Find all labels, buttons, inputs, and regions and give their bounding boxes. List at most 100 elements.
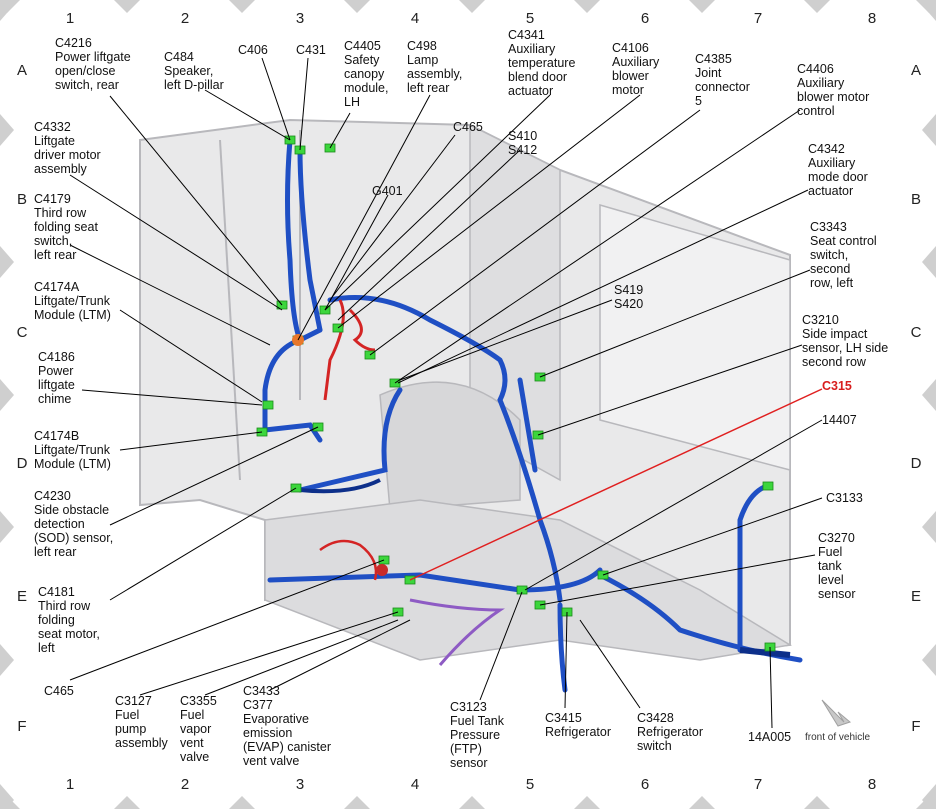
callout-c3428: C3428 Refrigerator switch	[637, 711, 703, 753]
leader-line-25	[539, 554, 816, 606]
callout-c4186: C4186 Power liftgate chime	[38, 350, 75, 406]
leader-line-21	[119, 431, 263, 451]
column-label-4-top: 4	[410, 10, 420, 27]
leader-line-17	[119, 309, 263, 403]
callout-c4174b: C4174B Liftgate/Trunk Module (LTM)	[34, 429, 111, 471]
grid-marker-right-5	[922, 644, 936, 676]
grid-marker-top-1	[114, 0, 140, 13]
harness-wire-dark-1	[739, 647, 791, 658]
callout-c406: C406	[238, 43, 268, 57]
grid-marker-top-6	[689, 0, 715, 13]
callout-14a005: 14A005	[748, 730, 792, 744]
column-label-2-bottom: 2	[180, 776, 190, 793]
grid-marker-bottom-4	[459, 796, 485, 809]
red-wire-1	[348, 308, 376, 352]
callout-c4406: C4406 Auxiliary blower motor control	[797, 62, 870, 118]
callout-c3123: C3123 Fuel Tank Pressure (FTP) sensor	[450, 700, 504, 770]
leader-line-23	[524, 419, 823, 591]
wheel-well	[379, 381, 521, 511]
leader-line-5	[297, 94, 431, 341]
callout-c465-top: C465	[453, 120, 483, 134]
callout-c3270: C3270 Fuel tank level sensor	[818, 531, 856, 601]
grid-marker-left-0	[0, 0, 14, 21]
grid-marker-left-3	[0, 379, 14, 411]
purple-wire-0	[409, 598, 505, 666]
callout-c3127: C3127 Fuel pump assembly	[115, 694, 168, 750]
leader-line-2	[261, 57, 291, 141]
column-label-6-top: 6	[640, 10, 650, 27]
grid-marker-left-6	[0, 784, 14, 809]
callout-c315: C315	[822, 379, 852, 393]
front-of-vehicle-label: front of vehicle	[805, 732, 871, 743]
leader-line-14	[324, 194, 389, 311]
callout-c4179: C4179 Third row folding seat switch, lef…	[34, 192, 98, 262]
callout-c3355: C3355 Fuel vapor vent valve	[180, 694, 217, 764]
callout-c3133: C3133	[826, 491, 863, 505]
callout-c4332: C4332 Liftgate driver motor assembly	[34, 120, 101, 176]
leader-line-10	[69, 174, 283, 311]
leader-line-24	[602, 497, 823, 576]
harness-wire-1	[297, 147, 323, 333]
row-label-b-left: B	[16, 191, 27, 208]
column-label-7-top: 7	[753, 10, 763, 27]
leader-line-15	[69, 244, 271, 346]
row-label-b-right: B	[910, 191, 921, 208]
row-label-f-left: F	[17, 718, 27, 735]
callout-c4174a: C4174A Liftgate/Trunk Module (LTM)	[34, 280, 111, 322]
row-label-d-left: D	[16, 455, 28, 472]
leader-line-1	[204, 89, 291, 141]
leader-line-30	[269, 619, 411, 691]
column-label-3-top: 3	[295, 10, 305, 27]
grid-marker-top-4	[459, 0, 485, 13]
row-label-d-right: D	[910, 455, 922, 472]
connector-red-fuel	[376, 564, 388, 576]
callout-c4106: C4106 Auxiliary blower motor	[612, 41, 660, 97]
leader-line-13	[397, 189, 809, 384]
d-pillar-edge	[219, 139, 241, 481]
grid-marker-bottom-7	[804, 796, 830, 809]
row-label-a-left: A	[16, 62, 27, 79]
front-of-vehicle-arrow-icon	[821, 699, 852, 727]
grid-marker-right-1	[922, 114, 936, 146]
leader-line-9	[394, 109, 801, 384]
connector-23	[516, 585, 528, 595]
row-label-a-right: A	[910, 62, 921, 79]
column-label-6-bottom: 6	[640, 776, 650, 793]
grid-marker-bottom-5	[574, 796, 600, 809]
grid-marker-right-3	[922, 379, 936, 411]
grid-marker-right-6	[922, 784, 936, 809]
leader-line-34	[769, 646, 773, 729]
grid-marker-left-2	[0, 246, 14, 278]
row-label-f-right: F	[911, 718, 921, 735]
callout-c4385: C4385 Joint connector 5	[695, 52, 750, 108]
callout-c465-bottom: C465	[44, 684, 74, 698]
callout-14407: 14407	[822, 413, 857, 427]
leader-line-12	[337, 149, 521, 321]
leader-line-6	[324, 94, 551, 311]
callout-c4216: C4216 Power liftgate open/close switch, …	[55, 36, 131, 92]
red-wire-2	[319, 539, 378, 581]
harness-wire-10	[517, 377, 538, 473]
leader-line-8	[369, 109, 701, 356]
connector-21	[762, 481, 774, 491]
grid-marker-bottom-3	[344, 796, 370, 809]
harness-wire-0	[285, 137, 303, 343]
leader-line-3	[299, 57, 309, 151]
harness-wire-7	[517, 567, 603, 593]
callout-c431: C431	[296, 43, 326, 57]
grid-marker-left-1	[0, 114, 14, 146]
grid-marker-top-3	[344, 0, 370, 13]
leader-line-31	[479, 591, 523, 701]
leader-line-0	[109, 95, 283, 306]
connector-9	[262, 400, 274, 410]
callout-c4181: C4181 Third row folding seat motor, left	[38, 585, 100, 655]
callout-c4342: C4342 Auxiliary mode door actuator	[808, 142, 868, 198]
leader-line-28	[139, 611, 399, 696]
column-label-7-bottom: 7	[753, 776, 763, 793]
harness-wire-4	[262, 422, 323, 443]
leader-line-18	[399, 299, 613, 381]
callout-c4230: C4230 Side obstacle detection (SOD) sens…	[34, 489, 114, 559]
callout-s410-s412: S410 S412	[508, 129, 538, 157]
